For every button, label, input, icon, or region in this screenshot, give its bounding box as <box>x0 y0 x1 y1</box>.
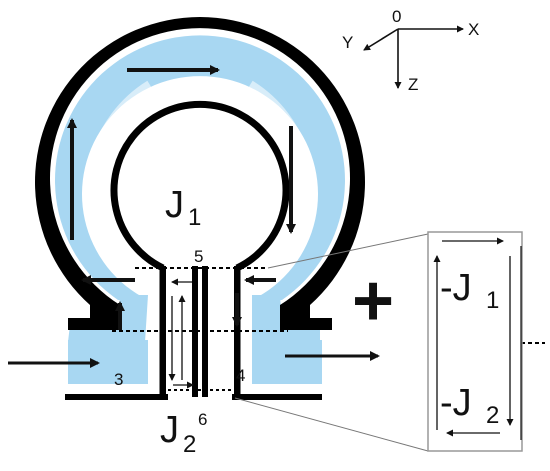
coordinate-axes: 0 X Y Z <box>342 7 479 94</box>
axis-z-label: Z <box>408 75 418 94</box>
zoom-line-top <box>267 233 429 269</box>
j1-label: J <box>165 184 184 226</box>
plus-sign: + <box>352 261 394 341</box>
zoom-line-bottom <box>234 397 429 452</box>
neg-j1-label: -J <box>440 267 472 309</box>
port-3-label: 3 <box>114 370 123 389</box>
stem-current-arrows <box>168 278 194 389</box>
axis-origin-label: 0 <box>392 7 401 26</box>
j1-subscript: 1 <box>188 204 201 231</box>
port-4-label: 4 <box>236 366 245 385</box>
y-axis-arrow <box>363 28 399 51</box>
inset-frame <box>427 231 523 452</box>
neg-j2-subscript: 2 <box>486 402 499 429</box>
neg-j2-label: -J <box>440 382 472 424</box>
j2-label: J <box>160 409 179 451</box>
right-port-current <box>252 340 322 384</box>
j2-subscript: 2 <box>183 431 196 458</box>
neg-j1-subscript: 1 <box>486 287 499 314</box>
zoom-inset <box>427 231 523 452</box>
axis-y-label: Y <box>342 33 353 52</box>
port-6-label: 6 <box>198 410 207 429</box>
ring-current-arrows <box>8 65 380 368</box>
port-5-label: 5 <box>194 247 203 266</box>
axis-x-label: X <box>468 20 479 39</box>
